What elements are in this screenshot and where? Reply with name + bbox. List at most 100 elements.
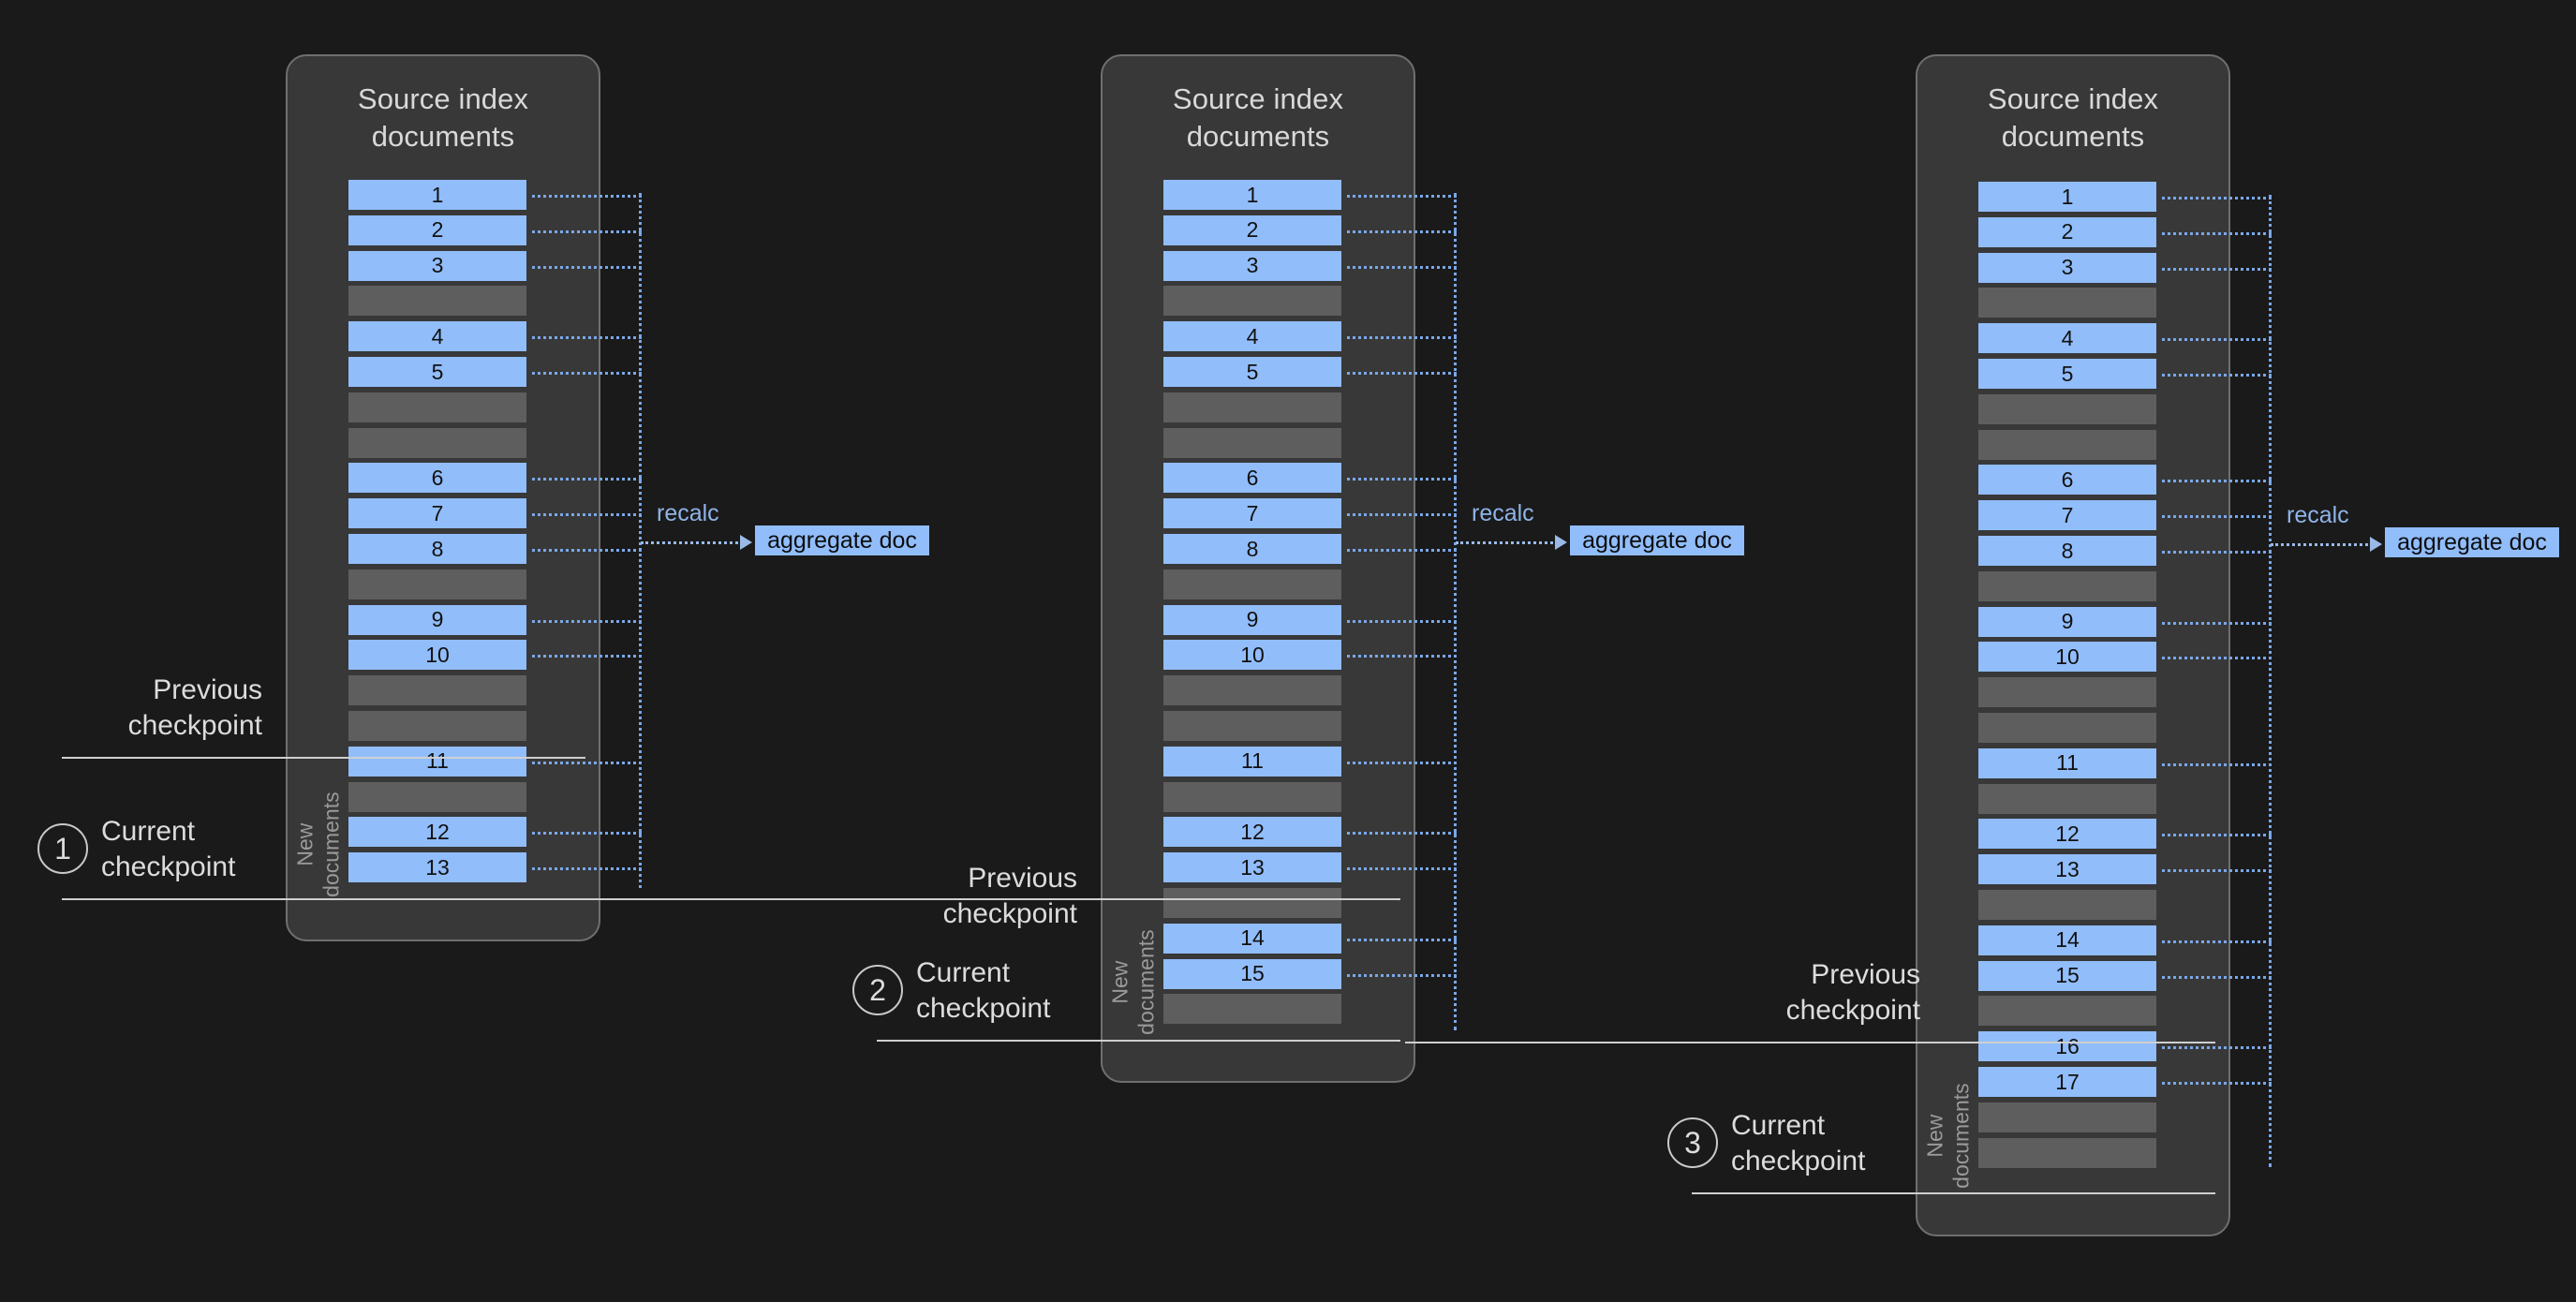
aggregate-doc-3: aggregate doc: [2385, 527, 2559, 557]
panel-title-1: Source index documents: [357, 82, 529, 153]
document-row: 3: [348, 250, 526, 281]
gap-row: [1978, 677, 2156, 708]
document-connector-line: [532, 513, 642, 517]
document-connector-line: [2162, 940, 2272, 943]
document-row: 9: [1978, 606, 2156, 637]
current-checkpoint-line-3: [1692, 1192, 2215, 1194]
document-row-label: 12: [1240, 819, 1265, 844]
document-row-label: 15: [2055, 963, 2080, 988]
document-connector-line: [2162, 762, 2272, 766]
document-row-label: 6: [1246, 465, 1259, 490]
document-connector-line: [1347, 372, 1457, 375]
gap-row: [348, 392, 526, 422]
document-connector-line: [2162, 869, 2272, 873]
document-row: 1: [1978, 182, 2156, 212]
document-row: 12: [1978, 819, 2156, 850]
document-row: 11: [348, 746, 526, 777]
recalc-arrow-1: [641, 541, 744, 544]
current-checkpoint-label-3: Current checkpoint: [1731, 1110, 1866, 1177]
document-connector-line: [1347, 265, 1457, 269]
step-badge-3: 3: [1667, 1117, 1718, 1168]
document-row: 13: [1978, 854, 2156, 885]
document-row-label: 1: [2061, 184, 2074, 209]
document-row-label: 9: [1246, 607, 1259, 632]
document-row-label: 13: [2055, 856, 2080, 881]
document-row: 10: [1978, 642, 2156, 673]
document-row-label: 4: [1246, 323, 1259, 348]
document-row: 7: [1978, 500, 2156, 531]
document-row-label: 12: [425, 819, 450, 844]
document-row: 9: [1163, 604, 1341, 635]
document-connector-line: [2162, 374, 2272, 377]
document-connector-line: [532, 761, 642, 764]
document-row-label: 17: [2055, 1069, 2080, 1094]
document-connector-line: [1347, 229, 1457, 233]
document-row: 9: [348, 604, 526, 635]
document-row: 5: [1163, 357, 1341, 387]
document-row-label: 4: [431, 323, 444, 348]
document-connector-line: [532, 867, 642, 871]
document-row-label: 9: [2061, 609, 2074, 634]
document-connector-line: [1347, 832, 1457, 836]
document-row-label: 8: [2061, 538, 2074, 563]
document-connector-line: [2162, 267, 2272, 271]
document-row-label: 2: [1246, 217, 1259, 243]
document-connector-line: [532, 265, 642, 269]
step-badge-1: 1: [37, 823, 88, 874]
document-row: 12: [1163, 817, 1341, 848]
document-connector-line: [532, 549, 642, 552]
connector-bus-1: [639, 193, 642, 888]
document-row-label: 3: [1246, 253, 1259, 278]
document-connector-line: [2162, 657, 2272, 660]
document-row-label: 14: [2055, 927, 2080, 953]
current-checkpoint-line-1: [62, 898, 585, 900]
document-connector-line: [532, 195, 642, 198]
recalc-label-2: recalc: [1472, 500, 1534, 526]
document-connector-line: [2162, 621, 2272, 625]
document-row: 11: [1978, 747, 2156, 778]
document-connector-line: [2162, 975, 2272, 979]
recalc-arrowhead-2: [1555, 535, 1567, 550]
document-row: 6: [348, 463, 526, 494]
connector-bus-3: [2269, 195, 2272, 1167]
gap-row: [1163, 286, 1341, 317]
document-row-label: 11: [426, 748, 449, 774]
document-connector-line: [2162, 834, 2272, 837]
gap-row: [1163, 781, 1341, 812]
previous-checkpoint-label-2: Previous checkpoint: [942, 863, 1077, 930]
document-connector-line: [1347, 867, 1457, 871]
document-row: 3: [1978, 252, 2156, 283]
current-checkpoint-line-2: [877, 1040, 1400, 1042]
document-connector-line: [532, 336, 642, 340]
document-connector-line: [2162, 515, 2272, 519]
document-connector-line: [532, 619, 642, 623]
gap-row: [1978, 1102, 2156, 1132]
document-row: 12: [348, 817, 526, 848]
document-connector-line: [1347, 549, 1457, 552]
document-row-label: 11: [1241, 748, 1264, 774]
panel-title-2: Source index documents: [1172, 82, 1344, 153]
document-row: 4: [348, 321, 526, 352]
document-row-label: 1: [1246, 182, 1259, 207]
document-row-label: 3: [2061, 255, 2074, 280]
document-row: 1: [348, 180, 526, 210]
document-row-label: 6: [2061, 466, 2074, 492]
document-connector-line: [1347, 513, 1457, 517]
document-row: 10: [348, 640, 526, 671]
previous-checkpoint-line-1: [62, 757, 585, 759]
previous-checkpoint-label-1: Previous checkpoint: [127, 674, 262, 742]
document-row: 7: [348, 498, 526, 529]
document-row: 10: [1163, 640, 1341, 671]
gap-row: [1163, 994, 1341, 1025]
document-connector-line: [2162, 480, 2272, 483]
document-row: 4: [1163, 321, 1341, 352]
gap-row: [1978, 1137, 2156, 1168]
document-row-label: 16: [2055, 1033, 2080, 1058]
gap-row: [348, 711, 526, 741]
document-row-label: 8: [1246, 536, 1259, 561]
document-row: 5: [1978, 359, 2156, 389]
gap-row: [348, 427, 526, 458]
aggregate-doc-1: aggregate doc: [755, 525, 929, 555]
